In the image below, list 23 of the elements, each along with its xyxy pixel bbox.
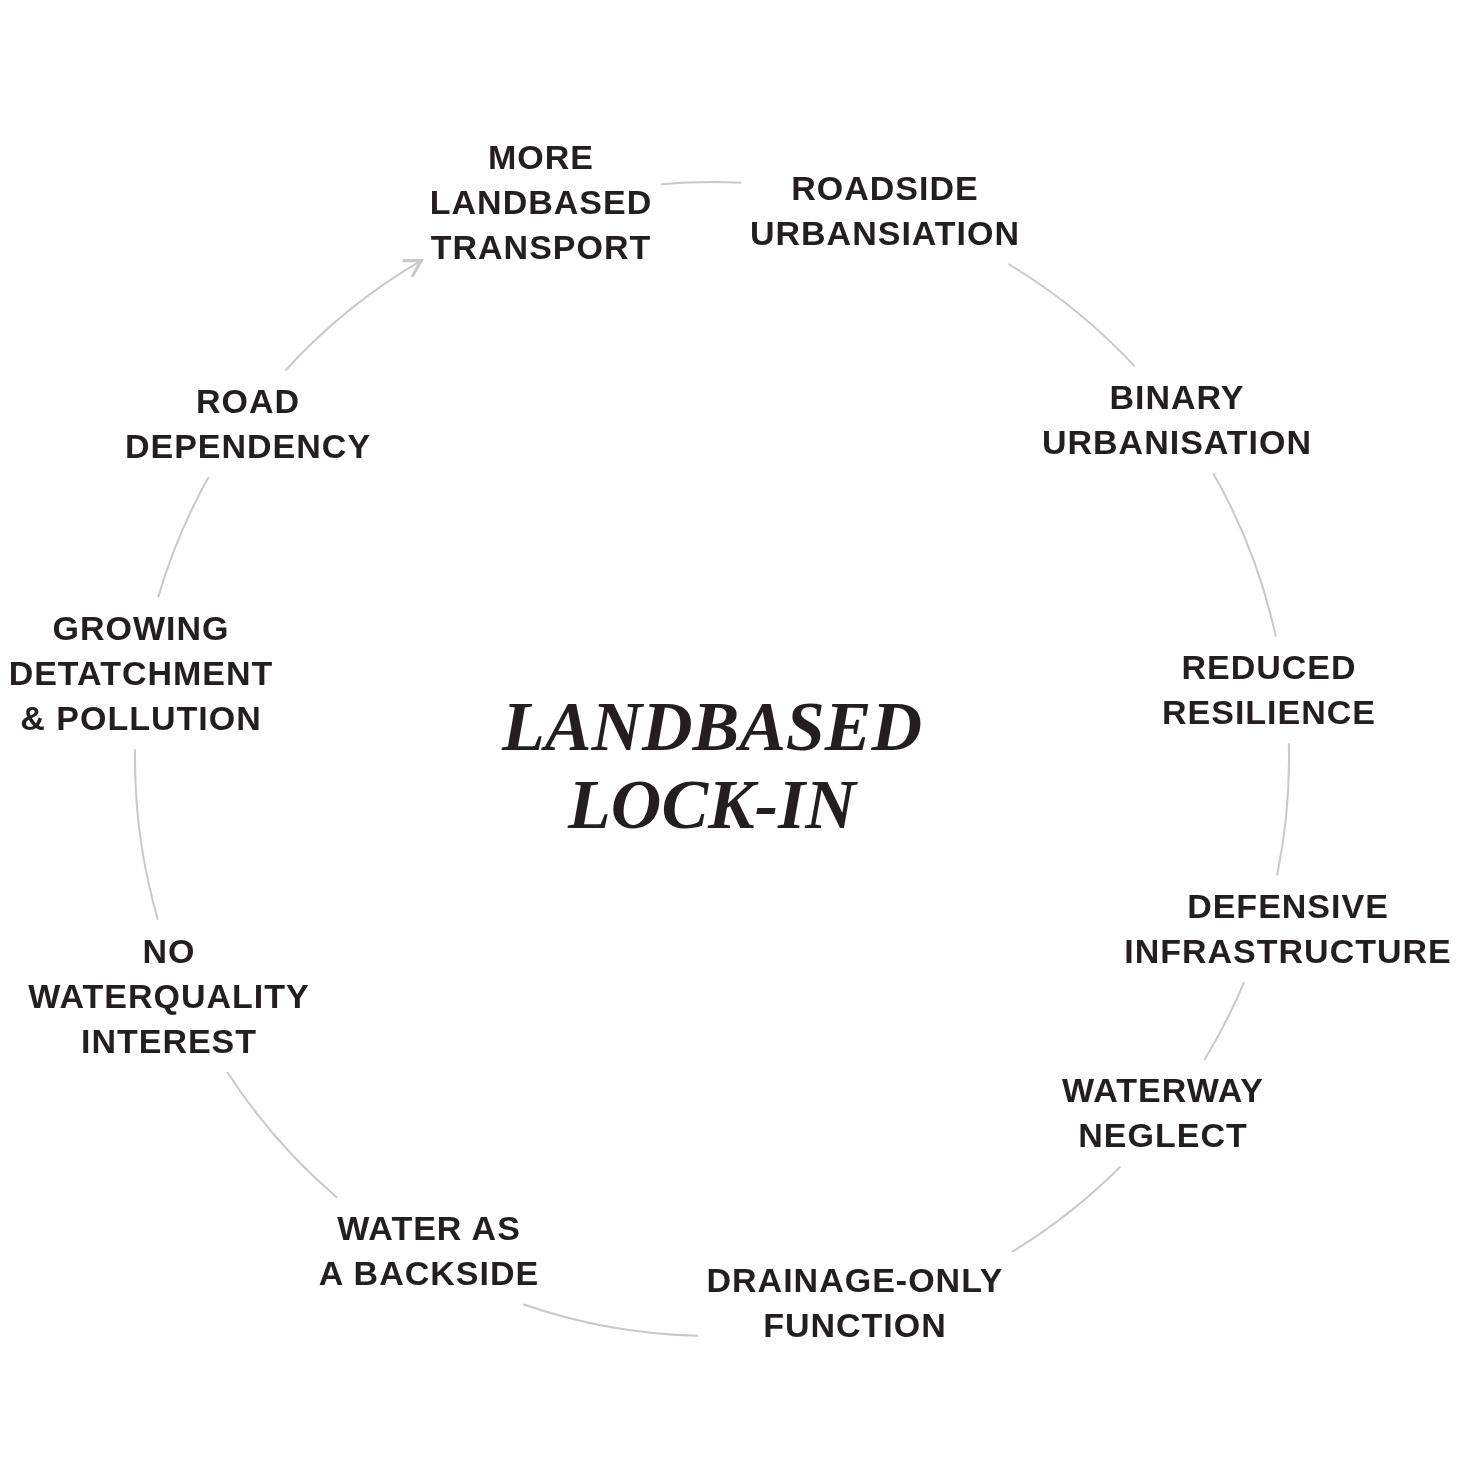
connector-arc <box>134 748 159 921</box>
stage-label: BINARY URBANISATION <box>1041 375 1313 465</box>
stage-label: GROWING DETATCHMENT & POLLUTION <box>8 605 274 741</box>
stage-label: WATERWAY NEGLECT <box>1062 1068 1264 1158</box>
stage-label: REDUCED RESILIENCE <box>1162 645 1376 735</box>
stage-label: ROAD DEPENDENCY <box>124 379 372 469</box>
connector-arc <box>157 476 210 599</box>
connector-arc <box>522 1303 700 1337</box>
arrow <box>284 259 423 372</box>
center-title: LANDBASED LOCK-IN <box>500 688 924 844</box>
connector-arc <box>1212 472 1277 638</box>
connector-arc <box>1203 981 1246 1061</box>
connector-arc <box>1276 742 1290 877</box>
connector-arc <box>660 181 743 186</box>
stage-label: NO WATERQUALITY INTEREST <box>28 928 310 1064</box>
stage-label: MORE LANDBASED TRANSPORT <box>429 134 653 270</box>
stage-label: DRAINAGE-ONLY FUNCTION <box>706 1258 1004 1348</box>
stage-label: WATER AS A BACKSIDE <box>318 1206 540 1296</box>
connector-arc <box>1007 263 1136 368</box>
stage-label: DEFENSIVE INFRASTRUCTURE <box>1124 884 1452 974</box>
stage-label: ROADSIDE URBANSIATION <box>749 166 1021 256</box>
connector-arc <box>1011 1165 1122 1253</box>
connector-arc <box>226 1071 339 1199</box>
